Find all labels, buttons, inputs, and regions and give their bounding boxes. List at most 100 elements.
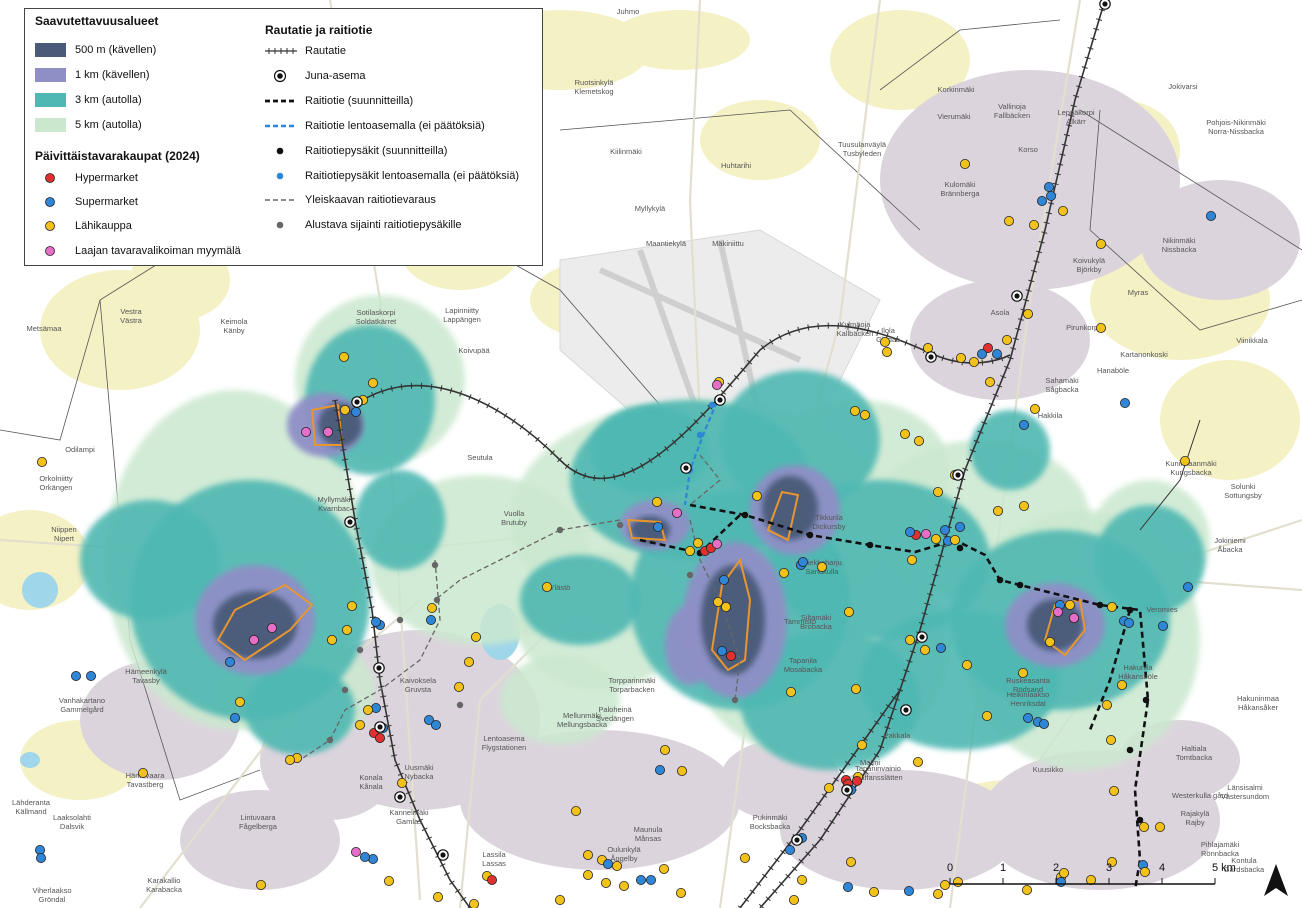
convenience-store-marker	[583, 870, 594, 881]
tram-stop-airport	[708, 401, 716, 409]
train-station-center	[347, 519, 353, 525]
zone-500m-area	[1027, 599, 1083, 651]
convenience-store-marker	[907, 555, 918, 566]
convenience-store-marker	[1004, 215, 1015, 226]
convenience-store-marker	[346, 601, 357, 612]
convenience-store-marker	[817, 562, 828, 573]
catchment-outline	[626, 518, 667, 542]
place-label-line: Lintuvaara	[240, 813, 276, 822]
place-label: Hakkila	[1038, 411, 1063, 420]
place-label-line: Nissbacka	[1162, 245, 1197, 254]
place-label-line: Kulomäki	[945, 180, 976, 189]
wide-assortment-store-marker	[921, 529, 932, 540]
tram-stop-planned	[956, 544, 964, 552]
convenience-store-marker	[721, 602, 732, 613]
place-label-line: Maantiekylä	[646, 239, 687, 248]
place-label-line: Lassila	[482, 850, 506, 859]
place-label: Seutula	[467, 453, 493, 462]
place-label-line: Korso	[1018, 145, 1038, 154]
convenience-store-marker	[234, 697, 245, 708]
place-label-line: Haltiala	[1181, 744, 1207, 753]
convenience-store-marker	[601, 878, 612, 889]
convenience-store-marker	[1096, 238, 1107, 249]
train-station-center	[903, 707, 909, 713]
place-label-line: Heikinlaakso	[1007, 690, 1050, 699]
convenience-store-marker	[432, 892, 443, 903]
place-label: Asola	[991, 308, 1011, 317]
supermarket-marker	[370, 617, 381, 628]
wide-assortment-store-marker	[672, 507, 683, 518]
place-label-line: Juhmo	[617, 7, 640, 16]
place-label: Pakkala	[884, 731, 912, 740]
urban-area	[780, 770, 1020, 890]
convenience-store-marker	[752, 490, 763, 501]
supermarket-marker	[229, 713, 240, 724]
train-station-center	[354, 399, 360, 405]
municipal-boundary	[0, 249, 181, 441]
place-label-line: Tavasby	[132, 676, 160, 685]
supermarket-marker	[603, 859, 614, 870]
supermarket-marker	[1158, 621, 1169, 632]
stations-layer	[344, 0, 1111, 861]
place-label-line: Kvarnbac	[318, 504, 350, 513]
convenience-store-marker	[137, 768, 148, 779]
place-label-line: Maunula	[634, 825, 664, 834]
convenience-store-marker	[1107, 602, 1118, 613]
place-label-line: Alkärr	[1066, 117, 1086, 126]
place-label-line: Nikinmäki	[1163, 236, 1196, 245]
supermarket-marker	[717, 646, 728, 657]
map-legend: Saavutettavuusalueet 500 m (kävellen) 1 …	[24, 8, 543, 266]
place-label-line: Orkolniitty	[39, 474, 73, 483]
municipal-boundary	[559, 109, 921, 231]
place-label-line: Lassas	[482, 859, 506, 868]
place-label-line: Pirunkorpi	[1066, 323, 1100, 332]
railway-line	[739, 689, 901, 908]
supermarket-marker	[785, 845, 796, 856]
convenience-store-marker	[1155, 822, 1166, 833]
convenience-store-marker	[844, 607, 855, 618]
tram-reservation-line	[559, 519, 621, 531]
place-label-line: Länsisalmi	[1227, 783, 1263, 792]
tram-line-airport	[683, 394, 722, 506]
convenience-store-marker	[652, 496, 663, 507]
place-label-line: Metsämaa	[26, 324, 62, 333]
place-label-line: Åggelby	[610, 854, 637, 863]
legend-wide-assortment-label: Laajan tavaravalikoiman myymälä	[75, 245, 241, 257]
field-area	[830, 10, 970, 110]
convenience-store-marker	[367, 377, 378, 388]
railway-line	[334, 399, 471, 908]
supermarket-marker	[425, 615, 436, 626]
supermarket-marker	[1037, 195, 1048, 206]
place-label: Hanaböle	[1097, 366, 1129, 375]
field-area	[610, 10, 750, 70]
zone-3km-area	[80, 500, 220, 620]
scale-tick-0: 0	[947, 862, 954, 874]
place-label-line: Svedängen	[596, 714, 634, 723]
place-label-line: Sotilaskorpi	[357, 308, 396, 317]
convenience-store-marker	[869, 887, 880, 898]
train-station-center	[683, 465, 689, 471]
place-label-line: Sottungsby	[1224, 491, 1262, 500]
place-label-line: Rödsand	[1013, 685, 1043, 694]
north-arrow-icon	[1264, 864, 1288, 896]
convenience-store-marker	[555, 895, 566, 906]
place-label-line: Pukinmäki	[753, 813, 788, 822]
supermarket-marker	[798, 557, 809, 568]
place-label-line: Mellungsbacka	[557, 720, 608, 729]
convenience-store-marker	[583, 850, 594, 861]
place-label-line: Västra	[120, 316, 143, 325]
municipal-boundary	[879, 19, 1061, 91]
